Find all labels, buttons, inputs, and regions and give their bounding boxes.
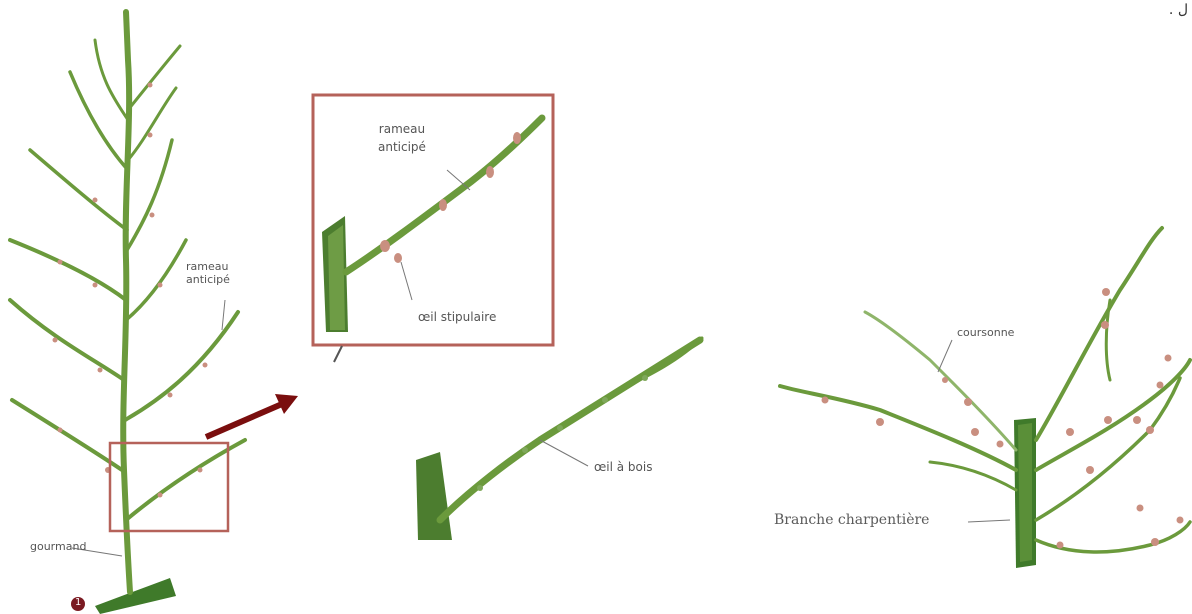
rameau-anticipe-label-inset-line2: anticipé — [378, 138, 426, 156]
rameau-anticipe-label-left: rameau anticipé — [186, 260, 230, 286]
rameau-anticipe-label-inset-line1: rameau — [378, 120, 426, 138]
oeil-stipulaire-label: œil stipulaire — [418, 308, 496, 326]
branche-charpentiere-label: Branche charpentière — [774, 512, 929, 528]
coursonne-label: coursonne — [957, 326, 1014, 339]
zoom-arrow — [206, 394, 298, 437]
oeil-a-bois-label: œil à bois — [594, 458, 652, 476]
rameau-anticipe-label-left-line2: anticipé — [186, 273, 230, 286]
figure-number: 1 — [75, 597, 81, 608]
rameau-anticipe-label-inset: rameau anticipé — [378, 120, 426, 156]
gourmand-label: gourmand — [30, 540, 86, 553]
rameau-anticipe-label-left-line1: rameau — [186, 260, 230, 273]
gourmand-shoot-illustration — [10, 12, 245, 614]
wood-bud-shoot-illustration — [416, 338, 702, 540]
corner-mark: . ل — [1169, 2, 1188, 18]
